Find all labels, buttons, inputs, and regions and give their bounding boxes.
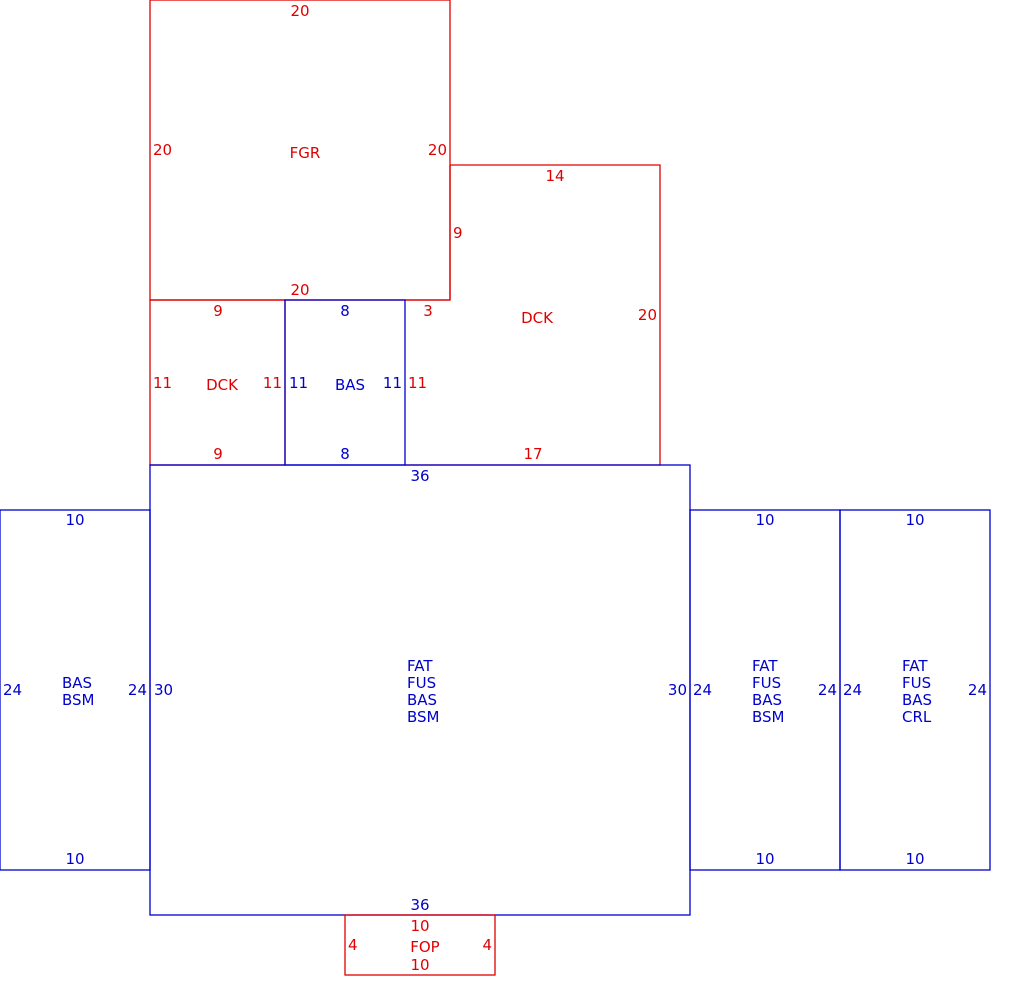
right-wing-1-label-4: BSM — [752, 708, 785, 726]
right-wing-1-right-dim: 24 — [818, 681, 837, 699]
right-wing-1-bottom-dim: 10 — [755, 850, 774, 868]
left-wing-right-dim: 24 — [128, 681, 147, 699]
left-wing-label-2: BSM — [62, 691, 95, 709]
fop-top-dim: 10 — [410, 917, 429, 935]
bas-small-right-outside-dim: 11 — [408, 374, 427, 392]
main-label-2: FUS — [407, 674, 436, 692]
left-wing-label-1: BAS — [62, 674, 92, 692]
dck-left-left-dim: 11 — [153, 374, 172, 392]
dck-right-area: 14 20 9 3 17 DCK — [405, 164, 661, 466]
fop-area: 10 4 4 10 FOP — [344, 914, 496, 976]
fgr-bottom-dim: 20 — [290, 281, 309, 299]
right-wing-2-area: 10 24 24 10 FAT FUS BAS CRL — [839, 509, 991, 871]
dck-left-right-dim: 11 — [263, 374, 282, 392]
left-wing-left-dim: 24 — [3, 681, 22, 699]
dck-left-area: 9 11 11 9 DCK — [149, 299, 286, 466]
right-wing-2-right-dim: 24 — [968, 681, 987, 699]
left-wing-outline — [0, 509, 151, 871]
dck-right-top-dim: 14 — [545, 167, 564, 185]
fgr-top-dim: 20 — [290, 2, 309, 20]
main-left-dim: 30 — [154, 681, 173, 699]
dck-left-label: DCK — [206, 376, 239, 394]
right-wing-1-label-2: FUS — [752, 674, 781, 692]
bas-small-bottom-dim: 8 — [340, 445, 350, 463]
fop-right-dim: 4 — [482, 936, 492, 954]
right-wing-1-left-dim: 24 — [693, 681, 712, 699]
fgr-label: FGR — [290, 144, 321, 162]
dck-right-left-lower-dim: 3 — [423, 302, 433, 320]
dck-right-right-dim: 20 — [638, 306, 657, 324]
main-area: 36 30 30 36 FAT FUS BAS BSM — [149, 464, 691, 916]
right-wing-1-top-dim: 10 — [755, 511, 774, 529]
dck-left-bottom-dim: 9 — [213, 445, 223, 463]
fop-left-dim: 4 — [348, 936, 358, 954]
right-wing-1-label-3: BAS — [752, 691, 782, 709]
left-wing-top-dim: 10 — [65, 511, 84, 529]
main-top-dim: 36 — [410, 467, 429, 485]
dck-right-bottom-dim: 17 — [523, 445, 542, 463]
bas-small-label: BAS — [335, 376, 365, 394]
fgr-area: 20 20 20 20 FGR — [149, 0, 451, 301]
right-wing-1-area: 10 24 24 10 FAT FUS BAS BSM — [689, 509, 841, 871]
bas-small-area: 8 11 11 11 8 BAS — [284, 299, 427, 466]
right-wing-2-label-2: FUS — [902, 674, 931, 692]
bas-small-right-dim: 11 — [383, 374, 402, 392]
right-wing-2-label-4: CRL — [902, 708, 932, 726]
bas-small-left-dim: 11 — [289, 374, 308, 392]
right-wing-2-outline — [839, 509, 991, 871]
bas-small-top-dim: 8 — [340, 302, 350, 320]
dck-left-top-dim: 9 — [213, 302, 223, 320]
dck-right-label: DCK — [521, 309, 554, 327]
main-bottom-dim: 36 — [410, 896, 429, 914]
right-wing-1-label-1: FAT — [752, 657, 778, 675]
main-right-dim: 30 — [668, 681, 687, 699]
fop-outline — [344, 914, 496, 976]
right-wing-2-top-dim: 10 — [905, 511, 924, 529]
left-wing-area: 10 24 24 10 BAS BSM — [0, 509, 151, 871]
left-wing-bottom-dim: 10 — [65, 850, 84, 868]
right-wing-2-label-1: FAT — [902, 657, 928, 675]
fop-bottom-dim: 10 — [410, 956, 429, 974]
main-label-1: FAT — [407, 657, 433, 675]
main-label-3: BAS — [407, 691, 437, 709]
right-wing-2-left-dim: 24 — [843, 681, 862, 699]
fgr-left-dim: 20 — [153, 141, 172, 159]
dck-right-left-upper-dim: 9 — [453, 224, 463, 242]
right-wing-2-bottom-dim: 10 — [905, 850, 924, 868]
right-wing-2-label-3: BAS — [902, 691, 932, 709]
main-label-4: BSM — [407, 708, 440, 726]
fgr-right-dim: 20 — [428, 141, 447, 159]
fop-label: FOP — [410, 938, 439, 956]
